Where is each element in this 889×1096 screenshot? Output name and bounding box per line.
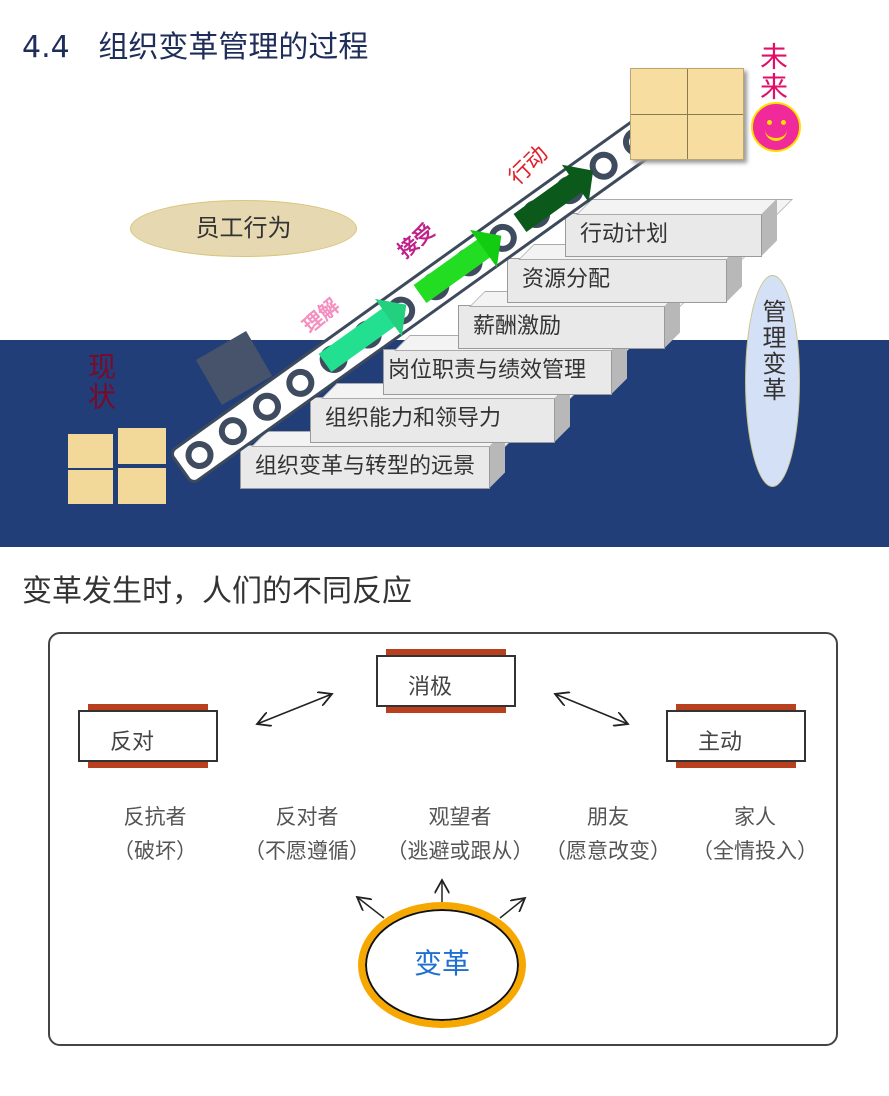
section-subtitle: 变革发生时，人们的不同反应 [22, 574, 412, 609]
arrow-up-left [357, 897, 385, 919]
box-passive: 消极 [376, 649, 516, 713]
person-rebel: 反抗者（破坏） [113, 805, 197, 863]
page-title: 4.4 组织变革管理的过程 [22, 30, 369, 65]
step-action-plan: 行动计划 [565, 198, 793, 257]
person-bystander: 观望者（逃避或跟从） [386, 805, 534, 863]
step-vision: 组织变革与转型的远景 [240, 430, 521, 489]
future-label: 未来 [756, 42, 789, 102]
person-opponent: 反对者（不愿遵循） [244, 805, 370, 863]
employee-behavior-ellipse: 员工行为 [130, 200, 357, 257]
step-responsibility: 岗位职责与绩效管理 [383, 334, 643, 395]
manage-change-ellipse: 管理变革 [745, 275, 800, 487]
smiley-icon [751, 102, 801, 152]
arrow-up-right [499, 898, 525, 919]
arrow-passive-active [555, 694, 628, 724]
step-compensation: 薪酬激励 [458, 290, 696, 349]
future-puzzle [630, 68, 744, 160]
change-circle: 变革 [358, 902, 526, 1028]
person-friend: 朋友（愿意改变） [545, 805, 671, 863]
current-puzzle [68, 428, 168, 508]
step-capability: 组织能力和领导力 [310, 382, 586, 443]
arrow-oppose-passive [257, 694, 332, 724]
box-active: 主动 [666, 704, 806, 768]
reactions-panel [48, 632, 838, 1046]
person-family: 家人（全情投入） [692, 805, 818, 863]
current-state-label: 现状 [84, 352, 117, 412]
box-oppose: 反对 [78, 704, 218, 768]
step-resources: 资源分配 [507, 243, 758, 303]
